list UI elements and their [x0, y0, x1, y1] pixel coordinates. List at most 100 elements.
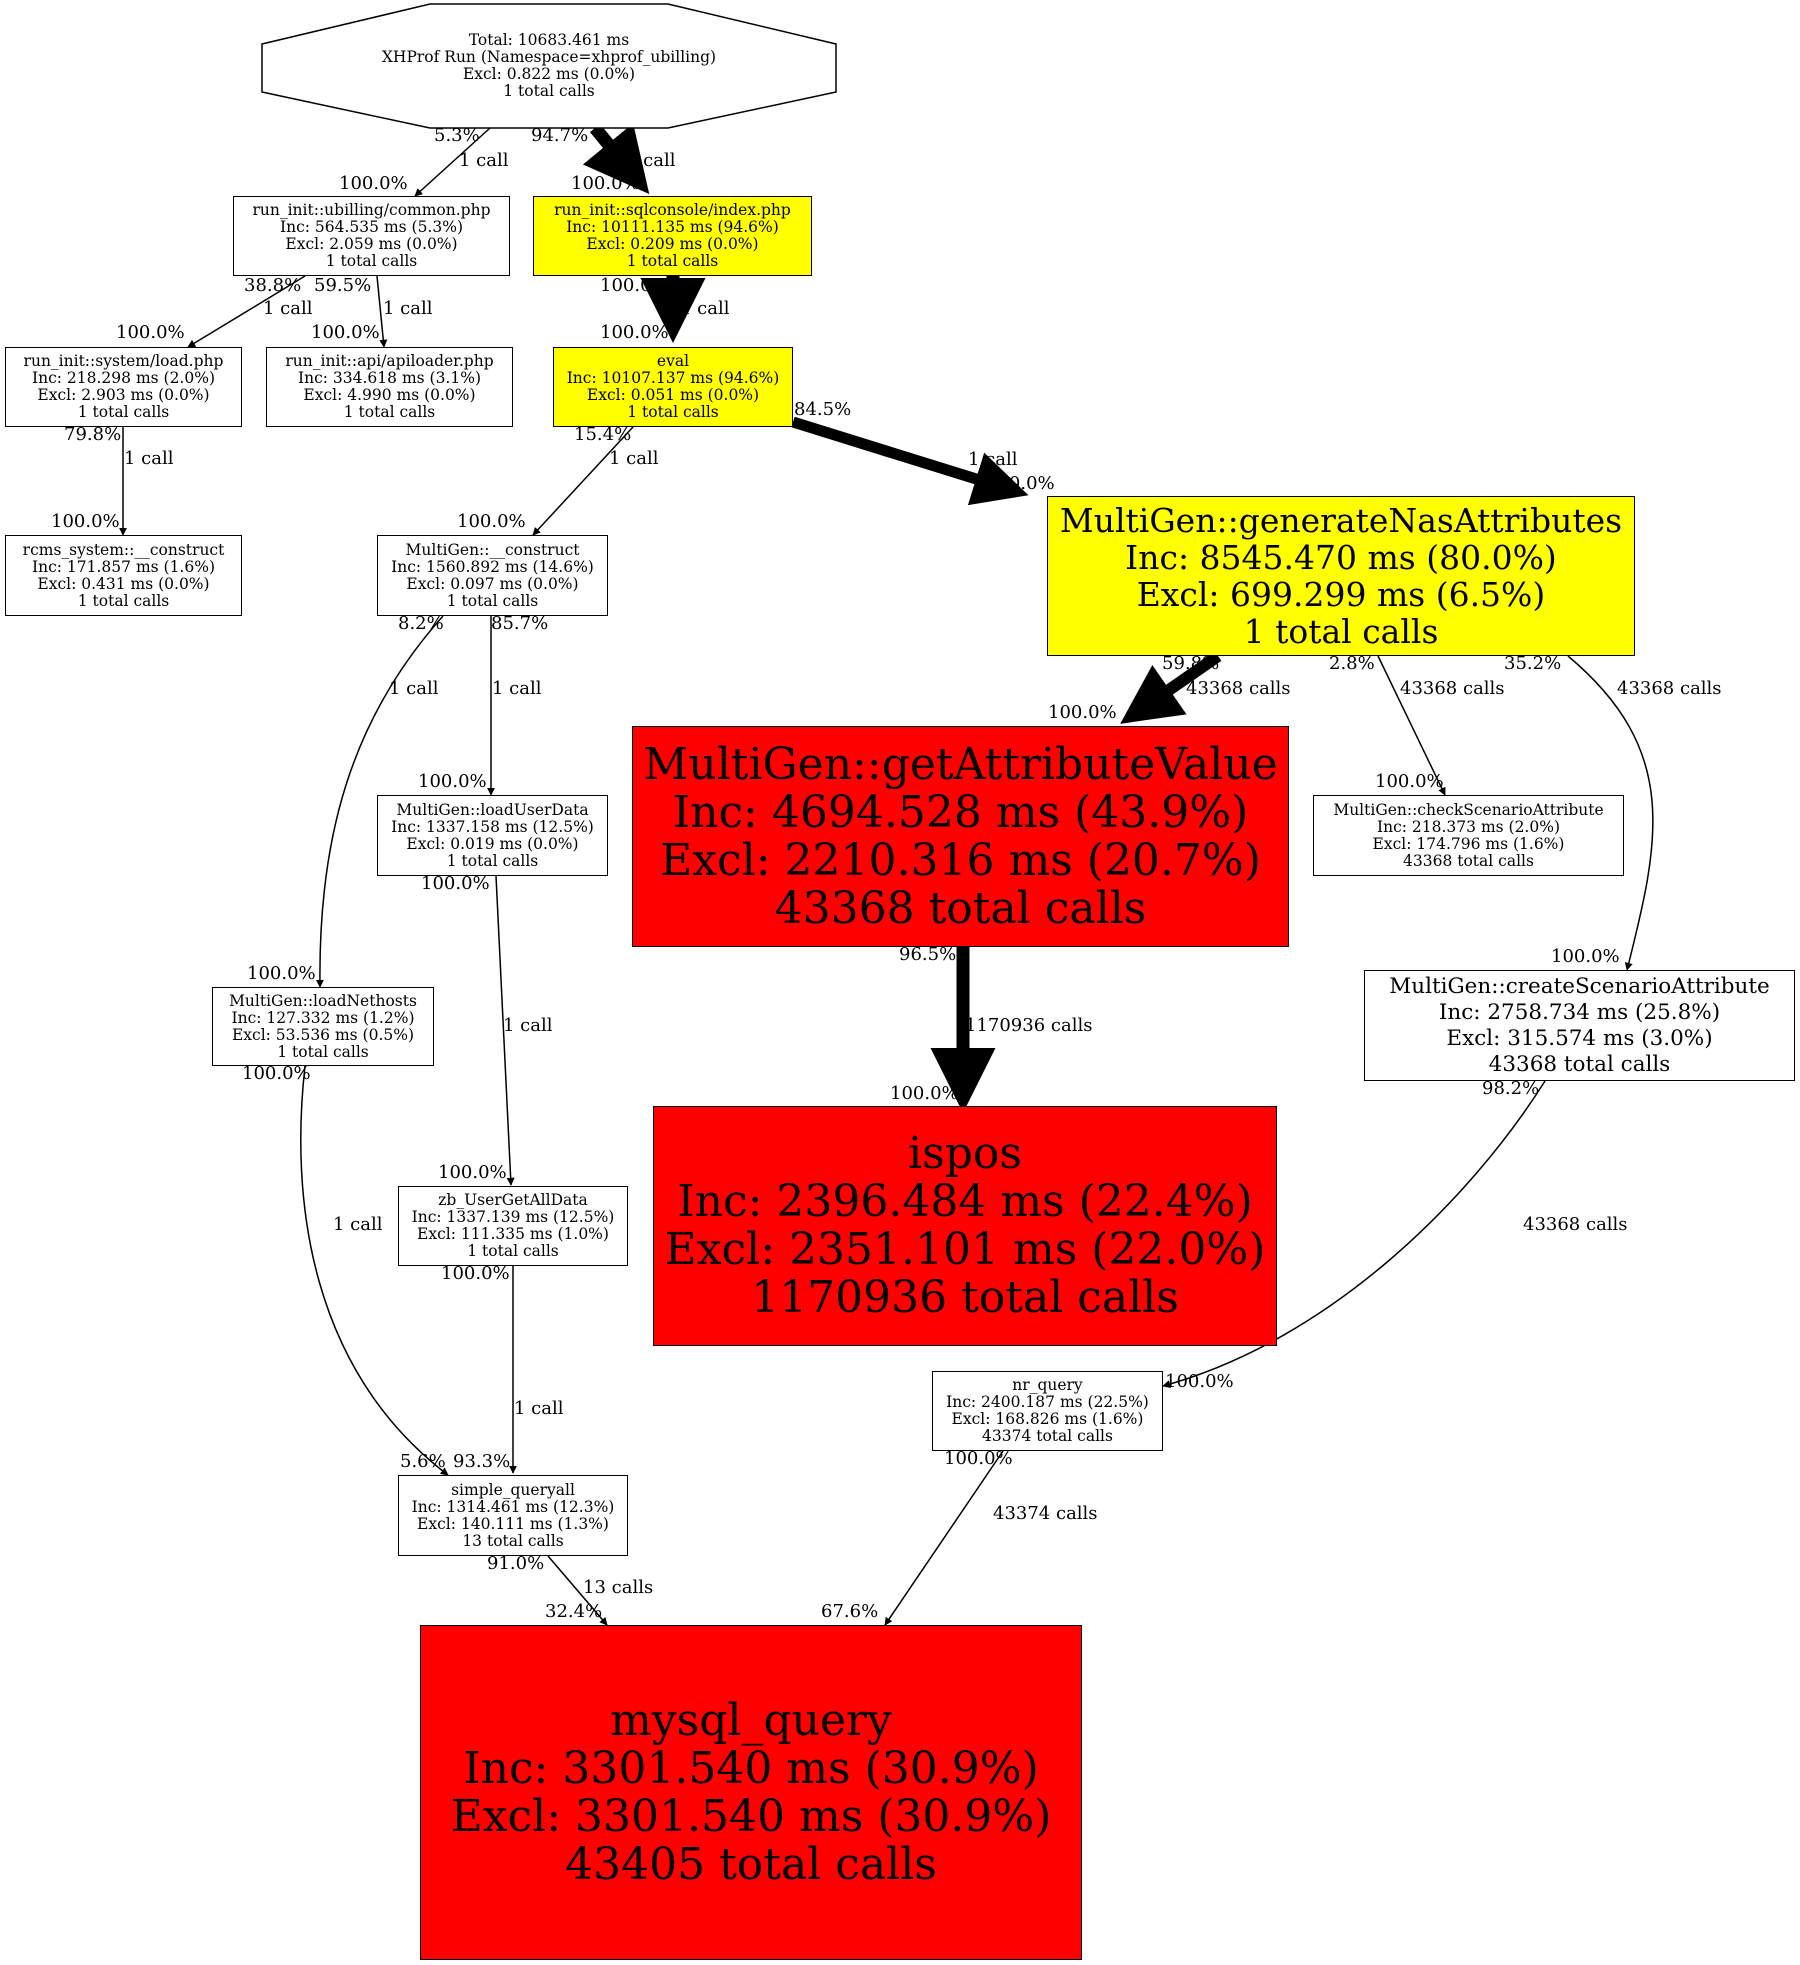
edge-label-src: 2.8%	[1329, 653, 1375, 674]
node-zbuser-line-2: Inc: 1337.139 ms (12.5%)	[411, 1208, 615, 1226]
node-mysql-line-1: mysql_query	[610, 1694, 892, 1746]
node-mysql-query[interactable]: mysql_query Inc: 3301.540 ms (30.9%) Exc…	[420, 1625, 1082, 1960]
node-zbuser-line-4: 1 total calls	[467, 1242, 559, 1260]
edge-label-calls: 1 call	[609, 448, 659, 469]
edge-label-dst: 100.0%	[116, 322, 185, 343]
edge-label-dst: 100.0%	[339, 173, 408, 194]
node-create-scenario-attribute[interactable]: MultiGen::createScenarioAttribute Inc: 2…	[1364, 970, 1795, 1081]
node-ispos-line-1: ispos	[908, 1128, 1022, 1179]
edge-label-dst: 100.0%	[571, 173, 640, 194]
edge-label-dst: 67.6%	[821, 1601, 879, 1622]
node-apiloader-line-3: Excl: 4.990 ms (0.0%)	[303, 386, 476, 404]
node-checkscen-line-4: 43368 total calls	[1403, 851, 1534, 870]
node-simpleq-line-3: Excl: 140.111 ms (1.3%)	[417, 1514, 609, 1533]
node-getattr-line-1: MultiGen::getAttributeValue	[643, 738, 1278, 790]
node-construct-line-1: MultiGen::__construct	[405, 540, 580, 559]
edge-createscen-nrquery	[1162, 1080, 1546, 1388]
node-root: Total: 10683.461 ms XHProf Run (Namespac…	[262, 4, 836, 128]
node-createscen-line-4: 43368 total calls	[1488, 1051, 1671, 1077]
node-load[interactable]: run_init::system/load.php Inc: 218.298 m…	[5, 347, 242, 427]
node-load-nethosts[interactable]: MultiGen::loadNethosts Inc: 127.332 ms (…	[212, 987, 434, 1066]
node-loaduser-line-1: MultiGen::loadUserData	[396, 800, 589, 819]
node-zbuser-line-3: Excl: 111.335 ms (1.0%)	[417, 1225, 609, 1243]
edge-label-calls: 1 call	[503, 1015, 553, 1036]
node-apiloader[interactable]: run_init::api/apiloader.php Inc: 334.618…	[266, 347, 513, 427]
node-common[interactable]: run_init::ubilling/common.php Inc: 564.5…	[233, 196, 510, 276]
node-mysql-line-3: Excl: 3301.540 ms (30.9%)	[450, 1790, 1052, 1842]
node-construct-line-3: Excl: 0.097 ms (0.0%)	[406, 574, 579, 593]
edge-label-calls: 43368 calls	[1400, 678, 1505, 699]
edge-label-calls: 1 call	[459, 150, 509, 171]
edge-eval-gennas	[791, 416, 1029, 506]
edge-label-dst: 100.0%	[1375, 771, 1444, 792]
node-rcms[interactable]: rcms_system::__construct Inc: 171.857 ms…	[5, 535, 242, 616]
edge-label-dst: 100.0%	[311, 322, 380, 343]
edge-common-apiloader	[376, 275, 388, 348]
node-getattr-line-2: Inc: 4694.528 ms (43.9%)	[672, 786, 1249, 838]
node-getattr-line-3: Excl: 2210.316 ms (20.7%)	[660, 834, 1261, 886]
edge-label-dst: 5.6%	[400, 1451, 446, 1472]
edge-label-src: 100.0%	[944, 1448, 1013, 1469]
node-load-line-4: 1 total calls	[77, 403, 170, 421]
node-nethosts-line-1: MultiGen::loadNethosts	[229, 991, 417, 1010]
node-gennas-line-2: Inc: 8545.470 ms (80.0%)	[1125, 538, 1557, 577]
node-gennas-line-4: 1 total calls	[1243, 612, 1439, 651]
edge-label-src: 100.0%	[441, 1263, 510, 1284]
edge-label-dst: 100.0%	[890, 1083, 959, 1104]
edge-label-dst: 100.0%	[1048, 702, 1117, 723]
node-root-line-4: 1 total calls	[503, 82, 595, 100]
edge-label-calls: 1 call	[968, 449, 1018, 470]
node-generate-nas-attributes[interactable]: MultiGen::generateNasAttributes Inc: 854…	[1047, 496, 1635, 656]
edge-label-src: 8.2%	[398, 613, 444, 634]
node-check-scenario-attribute[interactable]: MultiGen::checkScenarioAttribute Inc: 21…	[1313, 795, 1624, 876]
node-zb-user-get-all-data[interactable]: zb_UserGetAllData Inc: 1337.139 ms (12.5…	[398, 1186, 628, 1266]
node-ispos[interactable]: ispos Inc: 2396.484 ms (22.4%) Excl: 235…	[653, 1106, 1277, 1346]
node-mysql-line-2: Inc: 3301.540 ms (30.9%)	[463, 1742, 1039, 1794]
edge-label-dst: 93.3%	[453, 1451, 511, 1472]
node-rcms-line-1: rcms_system::__construct	[22, 540, 225, 559]
node-gennas-line-3: Excl: 699.299 ms (6.5%)	[1136, 575, 1546, 614]
node-eval-line-3: Excl: 0.051 ms (0.0%)	[586, 386, 760, 404]
node-eval[interactable]: eval Inc: 10107.137 ms (94.6%) Excl: 0.0…	[553, 347, 793, 427]
edge-label-src: 100.0%	[600, 275, 669, 296]
node-nr-query[interactable]: nr_query Inc: 2400.187 ms (22.5%) Excl: …	[932, 1371, 1163, 1451]
edge-label-calls: 1 call	[124, 448, 174, 469]
node-ispos-line-3: Excl: 2351.101 ms (22.0%)	[664, 1224, 1266, 1275]
edge-label-calls: 13 calls	[583, 1577, 654, 1598]
edge-label-dst: 100.0%	[457, 511, 526, 532]
node-construct[interactable]: MultiGen::__construct Inc: 1560.892 ms (…	[377, 535, 608, 616]
node-root-line-1: Total: 10683.461 ms	[468, 31, 630, 49]
edge-construct-nethosts	[315, 615, 444, 988]
node-mysql-line-4: 43405 total calls	[565, 1838, 937, 1890]
node-simpleq-line-1: simple_queryall	[451, 1480, 575, 1499]
edge-simpleq-mysql	[547, 1555, 608, 1626]
node-common-line-2: Inc: 564.535 ms (5.3%)	[279, 218, 463, 236]
edge-root-sqlconsole	[582, 123, 650, 195]
node-sqlconsole[interactable]: run_init::sqlconsole/index.php Inc: 1011…	[533, 196, 812, 276]
node-simple-queryall[interactable]: simple_queryall Inc: 1314.461 ms (12.3%)…	[398, 1475, 628, 1556]
node-simpleq-line-2: Inc: 1314.461 ms (12.3%)	[411, 1497, 615, 1516]
edge-label-calls: 1 call	[383, 298, 433, 319]
edge-label-calls: 1 call	[626, 150, 676, 171]
node-rcms-line-3: Excl: 0.431 ms (0.0%)	[37, 574, 210, 593]
edge-label-calls: 1 call	[680, 298, 730, 319]
node-root-line-2: XHProf Run (Namespace=xhprof_ubilling)	[381, 48, 717, 66]
node-gennas-line-1: MultiGen::generateNasAttributes	[1059, 501, 1623, 540]
edge-label-src: 91.0%	[487, 1553, 545, 1574]
edge-label-src: 94.7%	[531, 125, 589, 146]
node-load-user-data[interactable]: MultiGen::loadUserData Inc: 1337.158 ms …	[377, 795, 608, 876]
node-nethosts-line-4: 1 total calls	[277, 1042, 369, 1061]
node-sqlconsole-line-4: 1 total calls	[626, 252, 719, 270]
edge-label-src: 5.3%	[434, 125, 480, 146]
node-eval-line-4: 1 total calls	[627, 403, 719, 421]
node-get-attribute-value[interactable]: MultiGen::getAttributeValue Inc: 4694.52…	[632, 726, 1289, 947]
edge-label-dst: 100.0%	[438, 1162, 507, 1183]
edge-gennas-createscen	[1567, 655, 1654, 971]
node-nrquery-line-1: nr_query	[1012, 1376, 1083, 1394]
edge-label-src: 59.8%	[1162, 653, 1220, 674]
edge-label-calls: 1 call	[514, 1398, 564, 1419]
node-createscen-line-2: Inc: 2758.734 ms (25.8%)	[1438, 999, 1721, 1025]
node-apiloader-line-4: 1 total calls	[343, 403, 436, 421]
edge-label-src: 100.0%	[242, 1063, 311, 1084]
